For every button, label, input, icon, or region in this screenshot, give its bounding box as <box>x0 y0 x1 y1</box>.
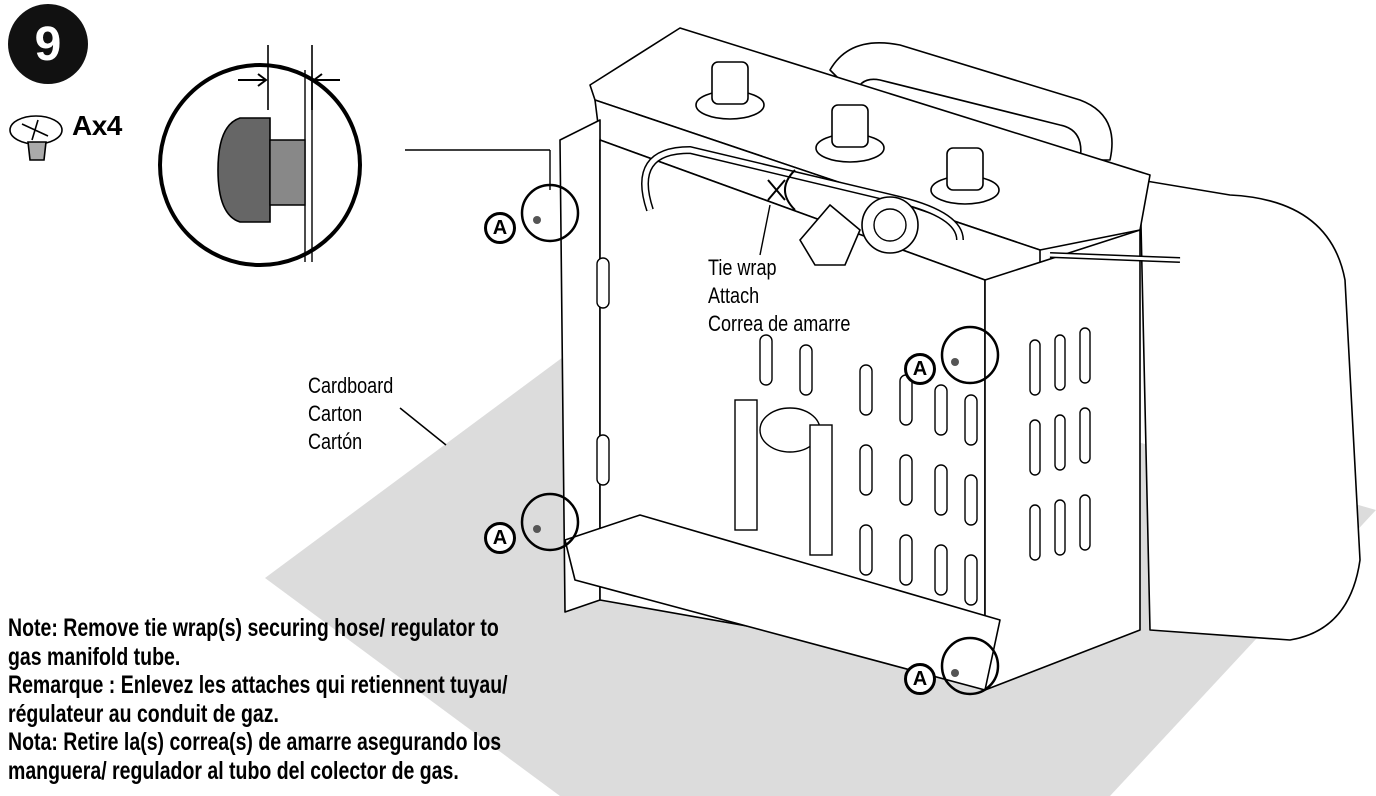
tie-wrap-callout: Tie wrap Attach Correa de amarre <box>708 254 850 338</box>
burner-bracket <box>734 399 758 531</box>
step-number-badge: 9 <box>8 4 88 84</box>
tie-wrap-mark <box>767 169 796 211</box>
screws <box>533 216 959 677</box>
vent-slots <box>596 257 1091 606</box>
grill-body <box>559 27 1361 691</box>
callout-line: Cartón <box>308 429 363 454</box>
callout-line: Tie wrap <box>708 255 777 280</box>
note-line: Nota: Retire la(s) correa(s) de amarre a… <box>8 728 502 756</box>
parts-quantity: Ax4 <box>72 110 122 141</box>
screw-highlight-circles <box>520 183 1000 696</box>
control-knobs <box>695 61 1000 205</box>
lid-handle <box>829 42 1113 161</box>
callout-line: Attach <box>708 283 760 308</box>
screw-head-detail <box>217 117 271 223</box>
cardboard-callout: Cardboard Carton Cartón <box>308 372 393 456</box>
regulator-knob <box>799 203 861 266</box>
cardboard-leader-line <box>399 407 447 446</box>
note-line: gas manifold tube. <box>8 642 181 671</box>
screw-label-a: A <box>484 212 516 244</box>
screw-thread-detail <box>269 139 306 206</box>
screw-label-a: A <box>484 522 516 554</box>
bottom-rail <box>564 514 1001 691</box>
note-line: Remarque : Enlevez les attaches qui reti… <box>8 671 508 699</box>
note-line: Note: Remove tie wrap(s) securing hose/ … <box>8 614 499 642</box>
screw-icon <box>9 115 63 161</box>
screw-label-a: A <box>904 663 936 695</box>
screw-detail-magnifier <box>158 45 551 267</box>
callout-line: Carton <box>308 401 363 426</box>
side-shroud <box>1139 179 1361 641</box>
instruction-note: Note: Remove tie wrap(s) securing hose/ … <box>8 614 508 785</box>
note-line: manguera/ regulador al tubo del colector… <box>8 756 459 785</box>
callout-line: Correa de amarre <box>708 311 851 336</box>
callout-line: Cardboard <box>308 373 394 398</box>
note-line: régulateur au conduit de gaz. <box>8 699 279 728</box>
screw-label-a: A <box>904 353 936 385</box>
